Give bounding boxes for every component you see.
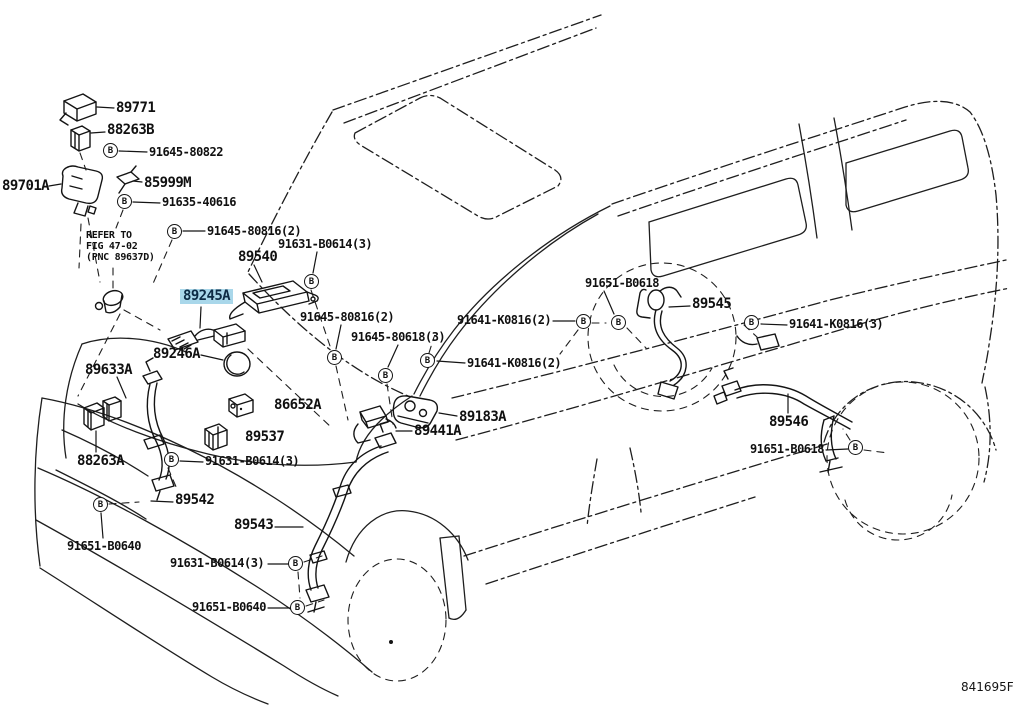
bolt-marker-icon: B [288,556,303,571]
part-89542-drawing [142,357,175,501]
wheel-outlines [347,262,980,682]
part-relay-pair-drawing [83,396,122,431]
bolt-marker-icon: B [304,274,319,289]
refer-note-line1: REFER TO [86,230,132,241]
part-label-89633a[interactable]: 89633A [85,362,133,378]
part-89246a-drawing [223,351,251,377]
part-drawings [59,93,853,613]
part-label-91645-80816(2)[interactable]: 91645-80816(2) [207,224,302,238]
part-label-89245a-selected[interactable]: 89245A [180,289,233,304]
part-label-86652a[interactable]: 86652A [274,397,322,413]
part-label-91631-b0614(3)[interactable]: 91631-B0614(3) [205,454,300,468]
part-label-91635-40616[interactable]: 91635-40616 [162,195,236,209]
part-label-89183a[interactable]: 89183A [459,409,507,425]
bolt-marker-icon: B [744,315,759,330]
part-89771-drawing [59,93,97,126]
part-label-88263b[interactable]: 88263B [107,122,155,138]
bolt-marker-icon: B [93,497,108,512]
van-body-lines [247,14,1011,585]
part-label-91631-b0614(3)[interactable]: 91631-B0614(3) [278,237,373,251]
part-label-91645-80822[interactable]: 91645-80822 [149,145,223,159]
part-89701a-drawing [60,165,104,217]
part-label-91651-b0640[interactable]: 91651-B0640 [67,539,141,553]
part-89441a-drawing [353,405,397,444]
bolt-marker-icon: B [327,350,342,365]
bolt-marker-icon: B [167,224,182,239]
bolt-marker-icon: B [611,315,626,330]
bolt-marker-icon: B [848,440,863,455]
van-solid-details [34,117,969,705]
part-89546-drawing [713,367,853,473]
part-89545-drawing [636,286,780,400]
part-label-91641-k0816(3)[interactable]: 91641-K0816(3) [789,317,884,331]
bolt-marker-icon: B [378,368,393,383]
leader-lines [48,106,849,609]
bolt-marker-icon: B [290,600,305,615]
part-89543-drawing [305,420,397,613]
part-86652a-drawing [228,393,254,418]
part-89537-drawing [204,423,228,451]
part-label-89540[interactable]: 89540 [238,249,278,265]
figure-code: 841695F [961,680,1014,694]
bolt-marker-icon: B [576,314,591,329]
refer-note-line3: (PNC 89637D) [86,252,155,263]
bolt-marker-icon: B [103,143,118,158]
part-label-89771[interactable]: 89771 [116,100,156,116]
part-label-89545[interactable]: 89545 [692,296,732,312]
part-label-91645-80816(2)[interactable]: 91645-80816(2) [300,310,395,324]
refer-note: REFER TO FIG 47-02 (PNC 89637D) [86,230,155,263]
part-label-89542[interactable]: 89542 [175,492,215,508]
bolt-marker-icon: B [117,194,132,209]
construction-dashes [77,152,889,607]
part-label-91641-k0816(2)[interactable]: 91641-K0816(2) [457,313,552,327]
part-cowl-sensor-drawing [94,289,124,314]
part-89540-drawing [228,280,319,320]
part-label-89701a[interactable]: 89701A [2,178,50,194]
part-label-91651-b0640[interactable]: 91651-B0640 [192,600,266,614]
part-label-91645-80618(3)[interactable]: 91645-80618(3) [351,330,446,344]
refer-note-line2: FIG 47-02 [86,241,138,252]
part-label-91651-b0618[interactable]: 91651-B0618 [585,276,659,290]
part-label-89537[interactable]: 89537 [245,429,285,445]
part-label-85999m[interactable]: 85999M [144,175,192,191]
part-label-89441a[interactable]: 89441A [414,423,462,439]
part-label-91641-k0816(2)[interactable]: 91641-K0816(2) [467,356,562,370]
part-89183a-drawing [392,395,439,429]
bolt-marker-icon: B [164,452,179,467]
part-label-89546[interactable]: 89546 [769,414,809,430]
part-88263b-drawing [70,125,91,152]
bolt-marker-icon: B [420,353,435,368]
part-89245a-drawing [167,323,246,351]
part-label-89246a[interactable]: 89246A [153,346,201,362]
part-label-88263a[interactable]: 88263A [77,453,125,469]
part-label-89543[interactable]: 89543 [234,517,274,533]
part-label-91631-b0614(3)[interactable]: 91631-B0614(3) [170,556,265,570]
part-label-91651-b0618[interactable]: 91651-B0618 [750,442,824,456]
part-85999m-drawing [116,165,140,194]
